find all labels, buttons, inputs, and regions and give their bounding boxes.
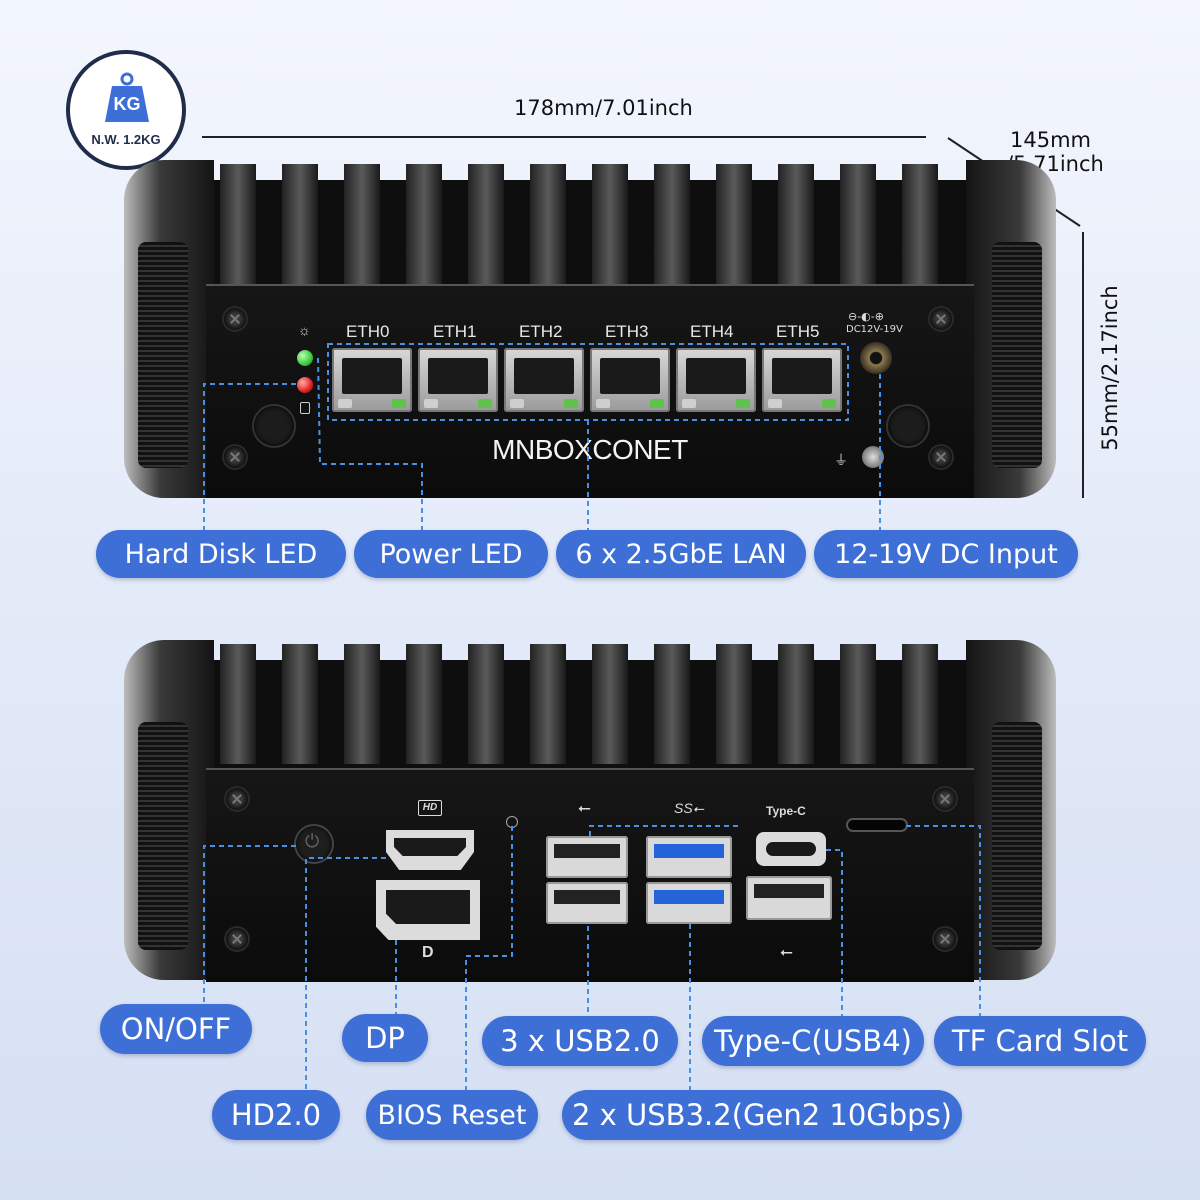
width-dimension-line: [202, 136, 926, 138]
usb2-icon: ⭠: [578, 800, 591, 817]
callout-typec: Type-C(USB4): [702, 1016, 924, 1066]
usb2-icon: ⭠: [780, 944, 793, 961]
right-vent: [992, 242, 1042, 468]
screw: [226, 928, 248, 950]
tf-card-slot: [848, 820, 906, 830]
callout-power-led: Power LED: [354, 530, 548, 578]
eth-label: ETH1: [433, 322, 477, 341]
callout-bios-reset: BIOS Reset: [366, 1090, 538, 1140]
hard-disk-led: [297, 377, 313, 393]
left-vent: [138, 722, 188, 950]
heatsink-fins: [204, 644, 984, 770]
right-vent: [992, 722, 1042, 950]
screw: [226, 788, 248, 810]
screw: [930, 308, 952, 330]
brand-name: MNBOXCONET: [492, 434, 688, 465]
usb3-icon: SS⭠: [674, 800, 704, 816]
usb2-port: [746, 876, 832, 920]
dc-polarity-icon: ⊖-◐-⊕: [848, 310, 884, 323]
callout-dc-input: 12-19V DC Input: [814, 530, 1078, 578]
power-icon: ⏻: [305, 831, 320, 851]
weight-label: N.W. 1.2KG: [91, 132, 161, 147]
rj45-port: [418, 348, 498, 412]
disk-icon: [300, 402, 310, 414]
wifi-antenna-left: [254, 406, 294, 446]
typec-label: Type-C: [766, 804, 806, 818]
rj45-port: [332, 348, 412, 412]
rj45-port: [676, 348, 756, 412]
hd-logo: HD: [418, 800, 442, 816]
left-vent: [138, 242, 188, 468]
eth-label: ETH4: [690, 322, 734, 341]
rj45-port: [762, 348, 842, 412]
rear-device: [124, 640, 1056, 982]
eth-label: ETH2: [519, 322, 563, 341]
width-dimension: 178mm/7.01inch: [514, 96, 693, 120]
weight-unit: KG: [113, 94, 141, 114]
usb3-port: [646, 836, 732, 878]
dc-jack: [860, 342, 892, 374]
power-led: [297, 350, 313, 366]
screw: [930, 446, 952, 468]
height-dimension-line: [1082, 232, 1084, 498]
power-led-icon: ☼: [298, 322, 311, 338]
screw: [224, 446, 246, 468]
displayport: [376, 880, 480, 940]
callout-lan: 6 x 2.5GbE LAN: [556, 530, 806, 578]
weight-badge: KG N.W. 1.2KG: [66, 50, 186, 170]
wifi-antenna-right: [888, 406, 928, 446]
eth-label: ETH0: [346, 322, 390, 341]
callout-usb2: 3 x USB2.0: [482, 1016, 678, 1066]
screw: [224, 308, 246, 330]
callout-dp: DP: [342, 1014, 428, 1062]
hdmi-port: [386, 830, 474, 870]
callout-usb3: 2 x USB3.2(Gen2 10Gbps): [562, 1090, 962, 1140]
ground-icon: ⏚: [834, 452, 848, 468]
weight-icon: KG: [104, 72, 150, 124]
screw: [934, 788, 956, 810]
usb3-port: [646, 882, 732, 924]
rj45-port: [590, 348, 670, 412]
dc-label: DC12V-19V: [846, 324, 903, 335]
usb2-port: [546, 882, 628, 924]
callout-on-off: ON/OFF: [100, 1004, 252, 1054]
usb2-port: [546, 836, 628, 878]
dp-logo: D: [422, 944, 434, 961]
heatsink-fins: [204, 164, 984, 290]
eth-label: ETH5: [776, 322, 820, 341]
eth-label: ETH3: [605, 322, 649, 341]
callout-tf-card: TF Card Slot: [934, 1016, 1146, 1066]
screw: [934, 928, 956, 950]
callout-hd: HD2.0: [212, 1090, 340, 1140]
power-button[interactable]: ⏻: [296, 826, 332, 862]
depth-dimension-mm: 145mm: [1010, 128, 1091, 152]
rj45-port: [504, 348, 584, 412]
callout-hard-disk-led: Hard Disk LED: [96, 530, 346, 578]
ground-screw: [862, 446, 884, 468]
typec-port: [756, 832, 826, 866]
